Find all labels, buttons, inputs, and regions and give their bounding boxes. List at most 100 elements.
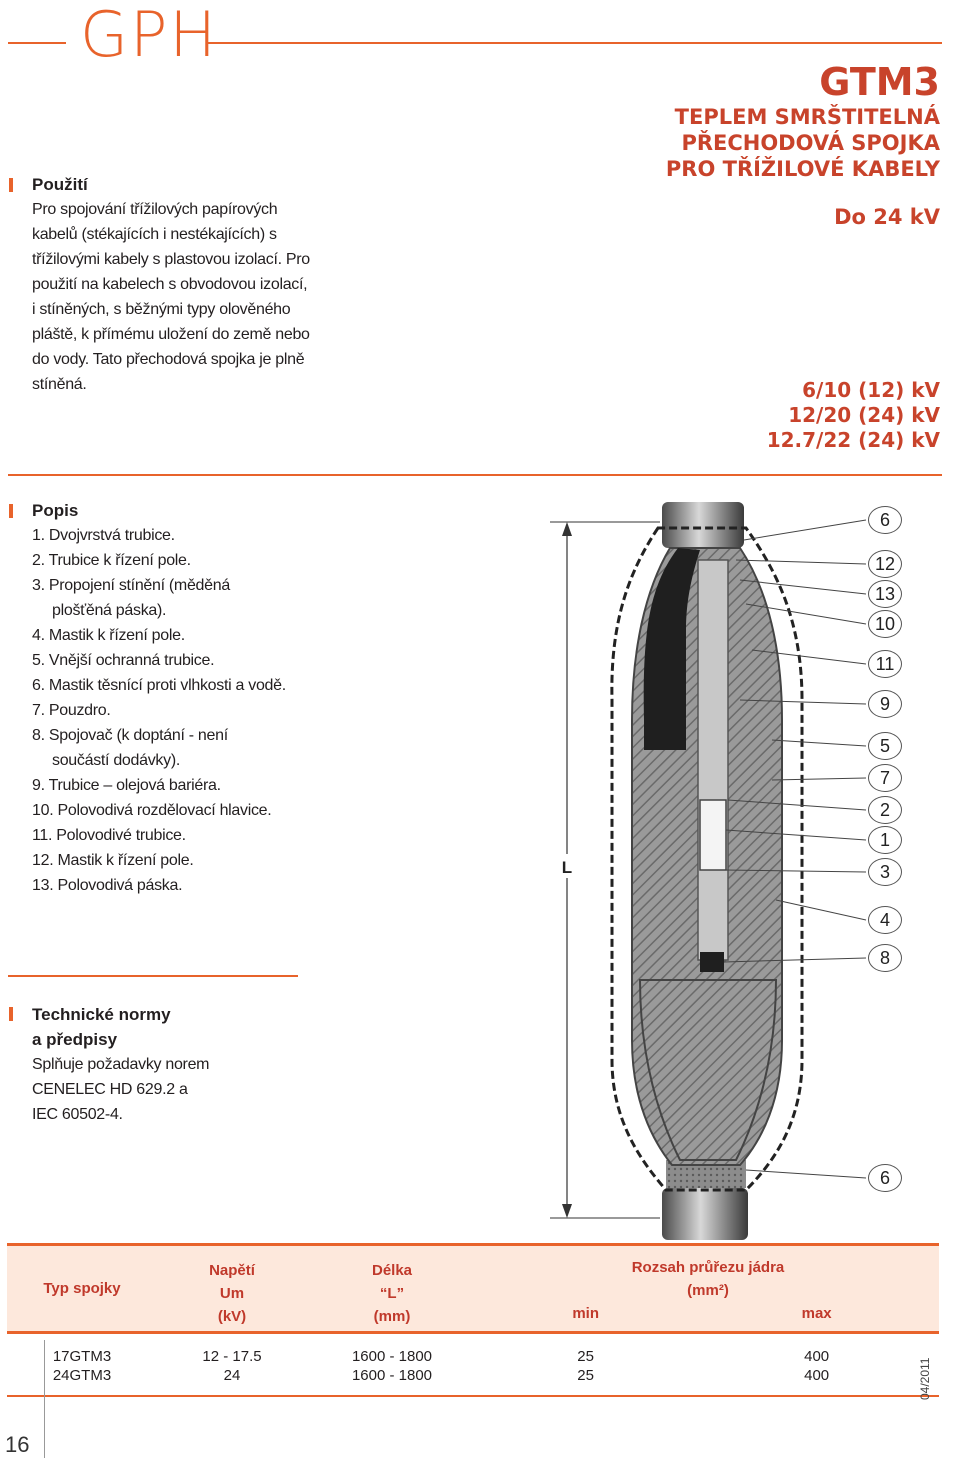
description-list: 1. Dvojvrstvá trubice. 2. Trubice k říze… [32, 523, 332, 898]
header-rule-left [8, 42, 66, 44]
length-label: L [562, 858, 572, 877]
callout-number: 3 [868, 858, 902, 886]
table-row: 17GTM3 12 - 17.5 1600 - 1800 25 400 [7, 1332, 939, 1366]
voltage-class: 6/10 (12) kV [802, 378, 940, 402]
cell-max: 400 [804, 1348, 830, 1366]
callout-marker: 2 [868, 796, 904, 824]
product-title: TEPLEM SMRŠTITELNÁ PŘECHODOVÁ SPOJKA PRO… [666, 104, 940, 182]
brand-logo: GPH [80, 0, 219, 71]
callout-marker: 9 [868, 690, 904, 718]
callout-marker: 13 [868, 580, 904, 608]
header-length: Délka “L” (mm) [307, 1243, 477, 1334]
callout-number: 6 [868, 1164, 902, 1192]
cell-type: 17GTM3 [52, 1348, 112, 1366]
header-voltage: Napětí Um (kV) [157, 1243, 307, 1334]
footer-divider [44, 1340, 45, 1458]
usage-marker [9, 178, 13, 192]
cell-voltage: 12 - 17.5 [202, 1348, 262, 1366]
standards-section: Technické normy a předpisy Splňuje požad… [32, 1002, 302, 1127]
description-title: Popis [32, 501, 79, 520]
header-range-line: (mm²) [687, 1282, 729, 1299]
callout-marker: 7 [868, 764, 904, 792]
header-length-line: (mm) [373, 1307, 411, 1325]
description-section: Popis 1. Dvojvrstvá trubice. 2. Trubice … [32, 498, 332, 898]
standards-marker [9, 1007, 13, 1021]
header-voltage-line: Um [219, 1284, 245, 1302]
callout-marker: 4 [868, 906, 904, 934]
length-dimension: L [550, 521, 660, 1219]
list-item: 7. Pouzdro. [32, 702, 111, 719]
cell-max: 400 [694, 1366, 939, 1397]
header-max: max [694, 1302, 939, 1334]
standards-title-line: Technické normy [32, 1005, 171, 1024]
spec-table: Typ spojky Napětí Um (kV) Délka “L” (mm)… [7, 1243, 939, 1397]
table-row: 24GTM3 24 1600 - 1800 25 400 [7, 1366, 939, 1397]
usage-line: i stíněných, s běžnými typy olověného [32, 301, 291, 318]
callout-marker: 5 [868, 732, 904, 760]
list-item: 11. Polovodivé trubice. [32, 827, 186, 844]
header-rule-right [206, 42, 942, 44]
page-number: 16 [5, 1432, 30, 1457]
callout-number: 6 [868, 506, 902, 534]
list-item: 9. Trubice – olejová bariéra. [32, 777, 221, 794]
table-subheader-row: min max [7, 1302, 939, 1334]
usage-text: Pro spojování třížilových papírových kab… [32, 197, 322, 397]
voltage-max: Do 24 kV [834, 205, 940, 229]
connector-icon [699, 799, 727, 871]
voltage-class: 12/20 (24) kV [788, 403, 940, 427]
usage-line: Pro spojování třížilových papírových [32, 201, 278, 218]
callout-leaders [723, 519, 867, 1179]
product-title-line: PRO TŘÍŽILOVÉ KABELY [665, 157, 940, 181]
bottom-cable-icon [662, 1188, 748, 1240]
list-item: 6. Mastik těsnící proti vlhkosti a vodě. [32, 677, 286, 694]
list-item: 8. Spojovač (k doptání - není součástí d… [32, 727, 228, 769]
product-code: GTM3 [819, 60, 940, 104]
usage-section: Použití Pro spojování třížilových papíro… [32, 172, 322, 397]
list-item: 10. Polovodivá rozdělovací hlavice. [32, 802, 272, 819]
callout-marker: 10 [868, 610, 904, 638]
list-item: 4. Mastik k řízení pole. [32, 627, 185, 644]
callout-number: 4 [868, 906, 902, 934]
standards-rule [8, 975, 298, 977]
core-tube-icon [697, 559, 729, 961]
cell-length: 1600 - 1800 [307, 1366, 477, 1397]
voltage-class: 12.7/22 (24) kV [766, 428, 940, 452]
issue-date: 04/2011 [918, 1357, 932, 1401]
list-item: 1. Dvojvrstvá trubice. [32, 527, 175, 544]
callout-number: 12 [868, 550, 902, 578]
callout-marker: 6 [868, 1164, 904, 1192]
joint-diagram: L [550, 502, 867, 1240]
usage-line: třížilovými kabely s plastovou izolací. … [32, 251, 310, 268]
header-min: min [477, 1302, 695, 1334]
list-item: 3. Propojení stínění (měděná plošťěná pá… [32, 577, 230, 619]
cell-type: 24GTM3 [7, 1366, 157, 1397]
cell-min: 25 [577, 1348, 594, 1366]
callout-number: 11 [868, 650, 902, 678]
callout-number: 13 [868, 580, 902, 608]
usage-line: kabelů (stékajících i nestékajících) s [32, 226, 277, 243]
usage-title: Použití [32, 175, 88, 194]
callout-marker: 12 [868, 550, 904, 578]
description-marker [9, 504, 13, 518]
usage-line: použití na kabelech s obvodovou izolací, [32, 276, 308, 293]
callout-number: 9 [868, 690, 902, 718]
header-voltage-line: Napětí [209, 1261, 255, 1279]
usage-line: pláště, k přímému uložení do země nebo [32, 326, 310, 343]
callout-number: 8 [868, 944, 902, 972]
callout-number: 2 [868, 796, 902, 824]
lower-sleeve-icon [638, 979, 778, 1161]
standards-title-line: a předpisy [32, 1030, 118, 1049]
outer-sleeve-icon [610, 526, 804, 1192]
callout-number: 5 [868, 732, 902, 760]
header-type: Typ spojky [7, 1243, 157, 1334]
list-item: 2. Trubice k řízení pole. [32, 552, 191, 569]
list-item: 5. Vnější ochranná trubice. [32, 652, 215, 669]
callout-marker: 1 [868, 826, 904, 854]
usage-line: stíněná. [32, 376, 87, 393]
standards-line: CENELEC HD 629.2 a [32, 1081, 188, 1098]
header-length-line: “L” [379, 1284, 405, 1302]
core-black-icon [700, 952, 724, 972]
list-item: 12. Mastik k řízení pole. [32, 852, 194, 869]
callout-number: 10 [868, 610, 902, 638]
table-header-row: Typ spojky Napětí Um (kV) Délka “L” (mm)… [7, 1243, 939, 1334]
